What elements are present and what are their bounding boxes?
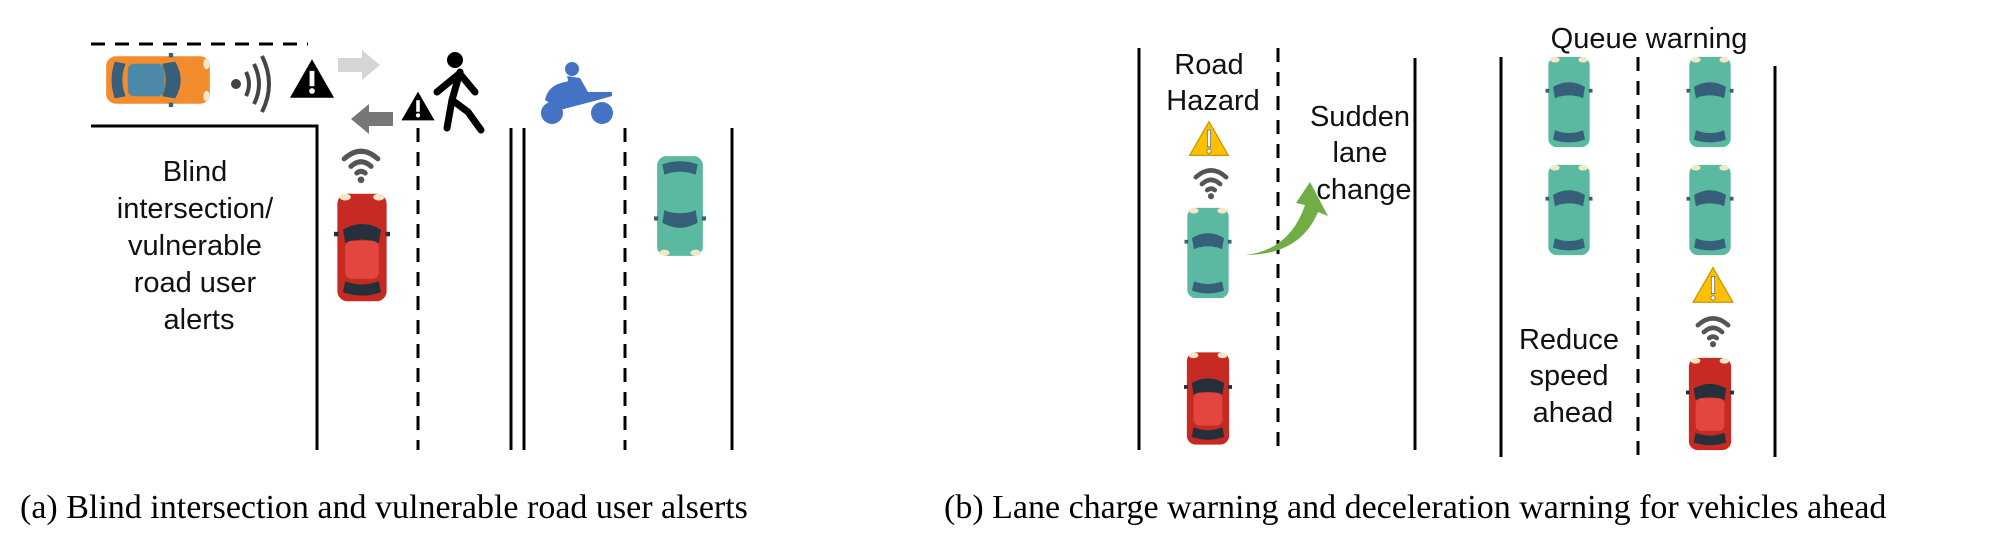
red-car-icon bbox=[334, 193, 390, 302]
warning-triangle-icon bbox=[1692, 267, 1734, 303]
teal-car-icon bbox=[1184, 207, 1232, 299]
reduce-speed-label: Reduce speed ahead bbox=[1519, 324, 1627, 429]
teal-car-icon bbox=[1686, 164, 1734, 256]
motorcycle-icon bbox=[541, 62, 613, 124]
red-car-icon bbox=[1184, 352, 1232, 445]
pedestrian-icon bbox=[433, 52, 485, 134]
road-hazard-label: Road Hazard bbox=[1166, 49, 1260, 117]
orange-car-icon bbox=[106, 53, 210, 107]
arrow-right-icon bbox=[338, 50, 380, 80]
wireless-signal-icon bbox=[344, 151, 378, 183]
blind-intersection-label: Blind intersection/ vulnerable road user… bbox=[117, 156, 281, 336]
signal-waves-icon bbox=[231, 55, 271, 113]
teal-car-icon bbox=[1545, 56, 1593, 148]
warning-triangle-icon bbox=[1188, 121, 1230, 156]
warning-triangle-icon bbox=[289, 59, 335, 98]
panel-a: Blind intersection/ vulnerable road user… bbox=[20, 42, 748, 526]
panel-b: Road Hazard Sudden lane change Queue war… bbox=[944, 23, 1886, 526]
warning-triangle-icon bbox=[401, 91, 435, 121]
teal-car-icon bbox=[1686, 56, 1734, 148]
caption-a: (a) Blind intersection and vulnerable ro… bbox=[20, 489, 748, 526]
road-corner bbox=[91, 124, 319, 450]
lane-change-arrow-icon bbox=[1245, 182, 1328, 255]
red-car-icon bbox=[1686, 357, 1734, 451]
sudden-lane-change-label: Sudden lane change bbox=[1310, 101, 1418, 206]
caption-b: (b) Lane charge warning and deceleration… bbox=[944, 489, 1886, 526]
arrow-left-icon bbox=[351, 104, 393, 134]
teal-car-icon bbox=[1545, 164, 1593, 256]
wireless-signal-icon bbox=[1698, 318, 1728, 347]
teal-car-icon bbox=[654, 156, 706, 256]
queue-warning-label: Queue warning bbox=[1551, 23, 1748, 55]
wireless-signal-icon bbox=[1196, 170, 1226, 199]
